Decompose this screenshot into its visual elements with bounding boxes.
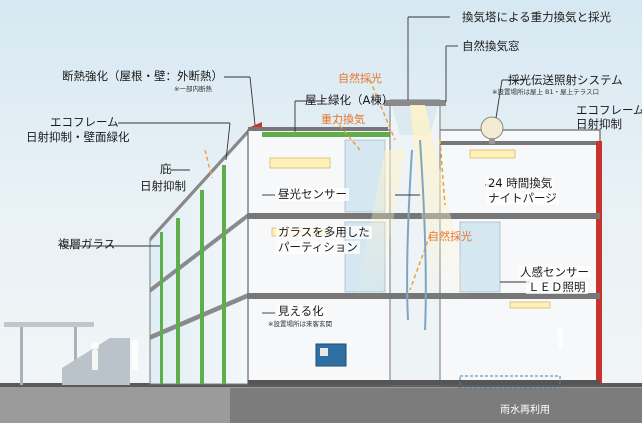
eaves-label-line2: 日射抑制 xyxy=(140,179,186,193)
eaves-label-line1: 庇 xyxy=(160,162,172,176)
insulation-label: 断熱強化（屋根・壁：外断熱） xyxy=(62,69,223,83)
motion-sensor-line2: ＬＥＤ照明 xyxy=(526,280,588,295)
exhaust-tower-label: 換気塔による重力換気と採光 xyxy=(462,10,612,24)
motion-sensor-line1: 人感センサー xyxy=(518,265,591,280)
night-purge-line2: ナイトパージ xyxy=(486,191,559,206)
double-glass-label: 複層ガラス xyxy=(58,237,116,251)
natural-window-label: 自然換気窓 xyxy=(462,39,520,53)
eco-frame-left-line1: エコフレーム xyxy=(50,115,119,129)
visualization-note: ※設置場所は来客玄関 xyxy=(268,320,332,328)
gravity-vent-label: 重力換気 xyxy=(321,113,365,126)
eco-frame-right-line2: 日射抑制 xyxy=(576,117,622,131)
skylight-system-label: 採光伝送照射システム xyxy=(508,73,623,87)
glass-partition-line2: パーティション xyxy=(276,240,360,255)
insulation-note: ※一部内断熱 xyxy=(174,85,212,93)
eco-frame-left-line2: 日射抑制・壁面緑化 xyxy=(26,130,130,144)
eco-frame-right-line1: エコフレーム xyxy=(576,103,642,117)
natural-light-top-label: 自然採光 xyxy=(338,72,382,85)
daylight-sensor-label: 昼光センサー xyxy=(276,187,349,202)
glass-partition-line1: ガラスを多用した xyxy=(276,225,372,240)
natural-light-mid-label: 自然採光 xyxy=(428,230,472,243)
visualization-label: 見える化 xyxy=(276,304,326,319)
rooftop-green-label: 屋上緑化（A棟） xyxy=(305,93,394,107)
night-purge-line1: 24 時間換気 xyxy=(486,176,555,191)
rainwater-label: 雨水再利用 xyxy=(500,405,550,416)
skylight-note: ※設置場所は屋上 B1・屋上テラス口 xyxy=(492,88,599,96)
